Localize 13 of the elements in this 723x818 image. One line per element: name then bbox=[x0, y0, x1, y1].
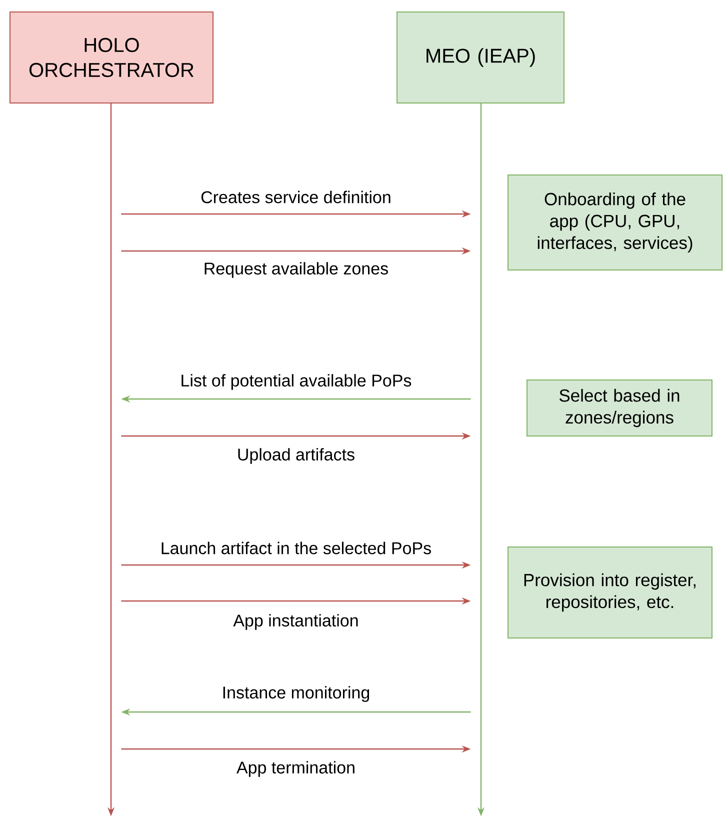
edge-label: Upload artifacts bbox=[236, 447, 356, 465]
edge-label: Instance monitoring bbox=[220, 685, 372, 703]
participant-box: MEO (IEAP) bbox=[396, 12, 564, 104]
note-box: Provision into register, repositories, etc. bbox=[508, 546, 712, 638]
note-box: Select based in zones/regions bbox=[526, 380, 712, 436]
edge-label: List of potential available PoPs bbox=[179, 373, 413, 391]
edge-label: Request available zones bbox=[202, 261, 390, 279]
edge-label: Creates service definition bbox=[200, 190, 392, 204]
edge-label: App instantiation bbox=[232, 613, 360, 631]
note-box: Onboarding of the app (CPU, GPU, interfaces, services) bbox=[508, 174, 722, 270]
participant-box: HOLO ORCHESTRATOR bbox=[10, 12, 214, 104]
edge-label: Launch artifact in the selected PoPs bbox=[159, 540, 433, 556]
edge-label: App termination bbox=[235, 760, 357, 778]
